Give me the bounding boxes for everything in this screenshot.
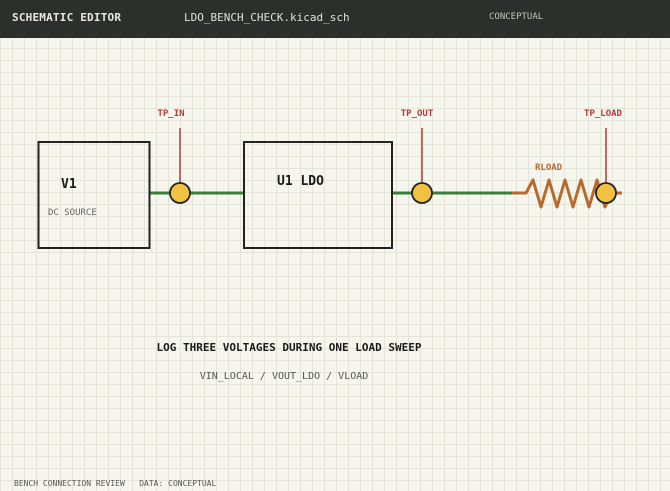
tp-load-label: TP_LOAD bbox=[584, 109, 623, 119]
instruction-signals: VIN_LOCAL / VOUT_LDO / VLOAD bbox=[200, 371, 369, 382]
ldo-label: U1 LDO bbox=[277, 174, 324, 189]
footer: BENCH CONNECTION REVIEW DATA: CONCEPTUAL bbox=[14, 479, 216, 488]
app-title: SCHEMATIC EDITOR bbox=[12, 11, 122, 24]
tp-in-label: TP_IN bbox=[157, 109, 184, 119]
file-name: LDO_BENCH_CHECK.kicad_sch bbox=[184, 11, 350, 24]
tp-out-label: TP_OUT bbox=[401, 109, 434, 119]
resistor-ref-label: RLOAD bbox=[535, 163, 563, 173]
test-point-tp-out[interactable] bbox=[411, 182, 433, 204]
instruction-headline: LOG THREE VOLTAGES DURING ONE LOAD SWEEP bbox=[157, 341, 422, 354]
mode-label: CONCEPTUAL bbox=[489, 12, 544, 22]
footer-right-label: DATA: CONCEPTUAL bbox=[139, 479, 217, 488]
test-point-tp-load[interactable] bbox=[595, 182, 617, 204]
footer-left-label: BENCH CONNECTION REVIEW bbox=[14, 479, 125, 488]
title-bar: SCHEMATIC EDITOR LDO_BENCH_CHECK.kicad_s… bbox=[0, 0, 670, 38]
source-v1-symbol[interactable] bbox=[37, 141, 151, 249]
source-value-label: DC SOURCE bbox=[48, 208, 97, 218]
test-point-tp-in[interactable] bbox=[169, 182, 191, 204]
source-ref-label: V1 bbox=[61, 177, 77, 192]
ldo-u1-symbol[interactable] bbox=[243, 141, 393, 249]
